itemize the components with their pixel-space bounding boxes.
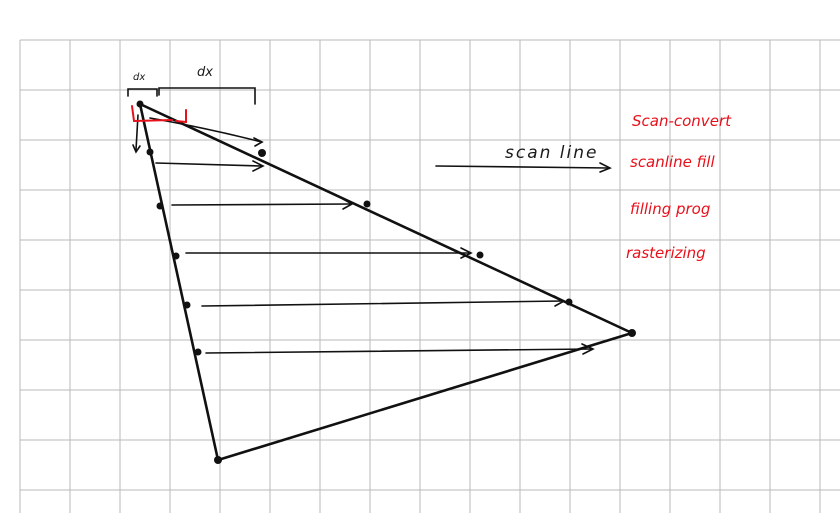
vertex-bottom [214,456,222,464]
scan-arrow-5 [201,300,564,307]
edge-left [138,102,220,462]
point [146,148,154,156]
red-step-marks [131,105,187,124]
graph-paper-grid [19,39,840,513]
point [476,251,484,259]
scan-line-label: scan line [505,143,598,163]
point [156,202,164,210]
big-dx-label: dx [197,65,213,80]
scan-arrow-3 [171,203,352,206]
edge-top [138,102,634,335]
point [363,200,371,208]
scan-arrow-1 [149,117,263,143]
small-dx-label: dx [133,72,145,83]
point [172,252,180,260]
edge-bottom [216,331,634,462]
point [194,348,202,356]
bracket-big [158,87,256,105]
vertex-top-left [136,100,144,108]
scan-arrow-2 [155,162,263,167]
point [565,298,573,306]
note-rasterizing: rasterizing [626,244,706,262]
scan-arrow-6 [205,348,593,354]
point [258,149,266,157]
note-filling-prog: filling prog [630,200,710,218]
note-scan-convert: Scan-convert [632,112,732,130]
triangle-polygon [138,102,634,462]
bracket-small [127,88,158,97]
intersection-points [136,100,636,464]
point [183,301,191,309]
note-scanline-fill: scanline fill [630,153,715,171]
scanline-arrows [127,87,612,355]
scan-line-arrow [435,165,609,169]
vertex-right [628,329,636,337]
